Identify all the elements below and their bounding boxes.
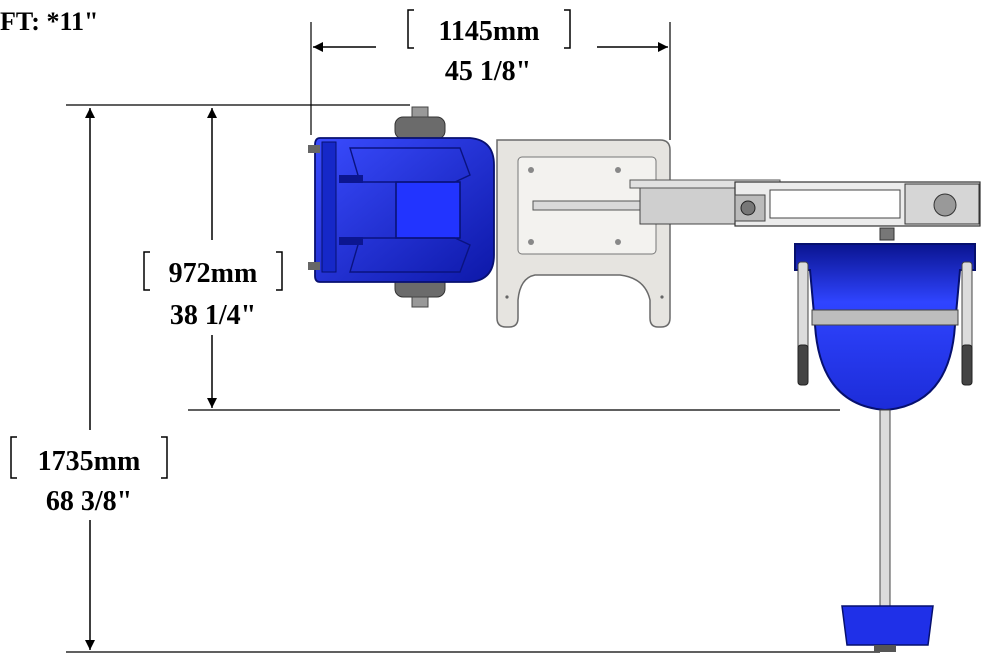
overall-bracket-right [161, 436, 168, 479]
overall-bracket-left [10, 436, 17, 479]
frame-plate [496, 139, 671, 328]
width-bracket-right [564, 9, 571, 49]
inner-metric-label: 972mm [169, 258, 258, 289]
header-note: FT: *11" [0, 7, 98, 36]
blue-seat-base [308, 106, 495, 308]
overall-metric-label: 1735mm [38, 446, 141, 477]
width-metric-label: 1145mm [438, 16, 539, 47]
vertical-pole [841, 409, 934, 652]
inner-imperial-label: 38 1/4" [170, 300, 256, 331]
inner-bracket-left [143, 251, 150, 291]
horizontal-arm [532, 179, 981, 227]
overall-height-dimension: 1735mm 68 3/8" [10, 104, 880, 653]
blue-bucket [794, 227, 976, 412]
width-dimension: 1145mm 45 1/8" [310, 9, 671, 140]
inner-bracket-right [276, 251, 283, 291]
overall-imperial-label: 68 3/8" [46, 486, 132, 517]
inner-height-dimension: 972mm 38 1/4" [143, 108, 840, 411]
width-bracket-left [407, 9, 414, 49]
width-imperial-label: 45 1/8" [445, 56, 531, 87]
